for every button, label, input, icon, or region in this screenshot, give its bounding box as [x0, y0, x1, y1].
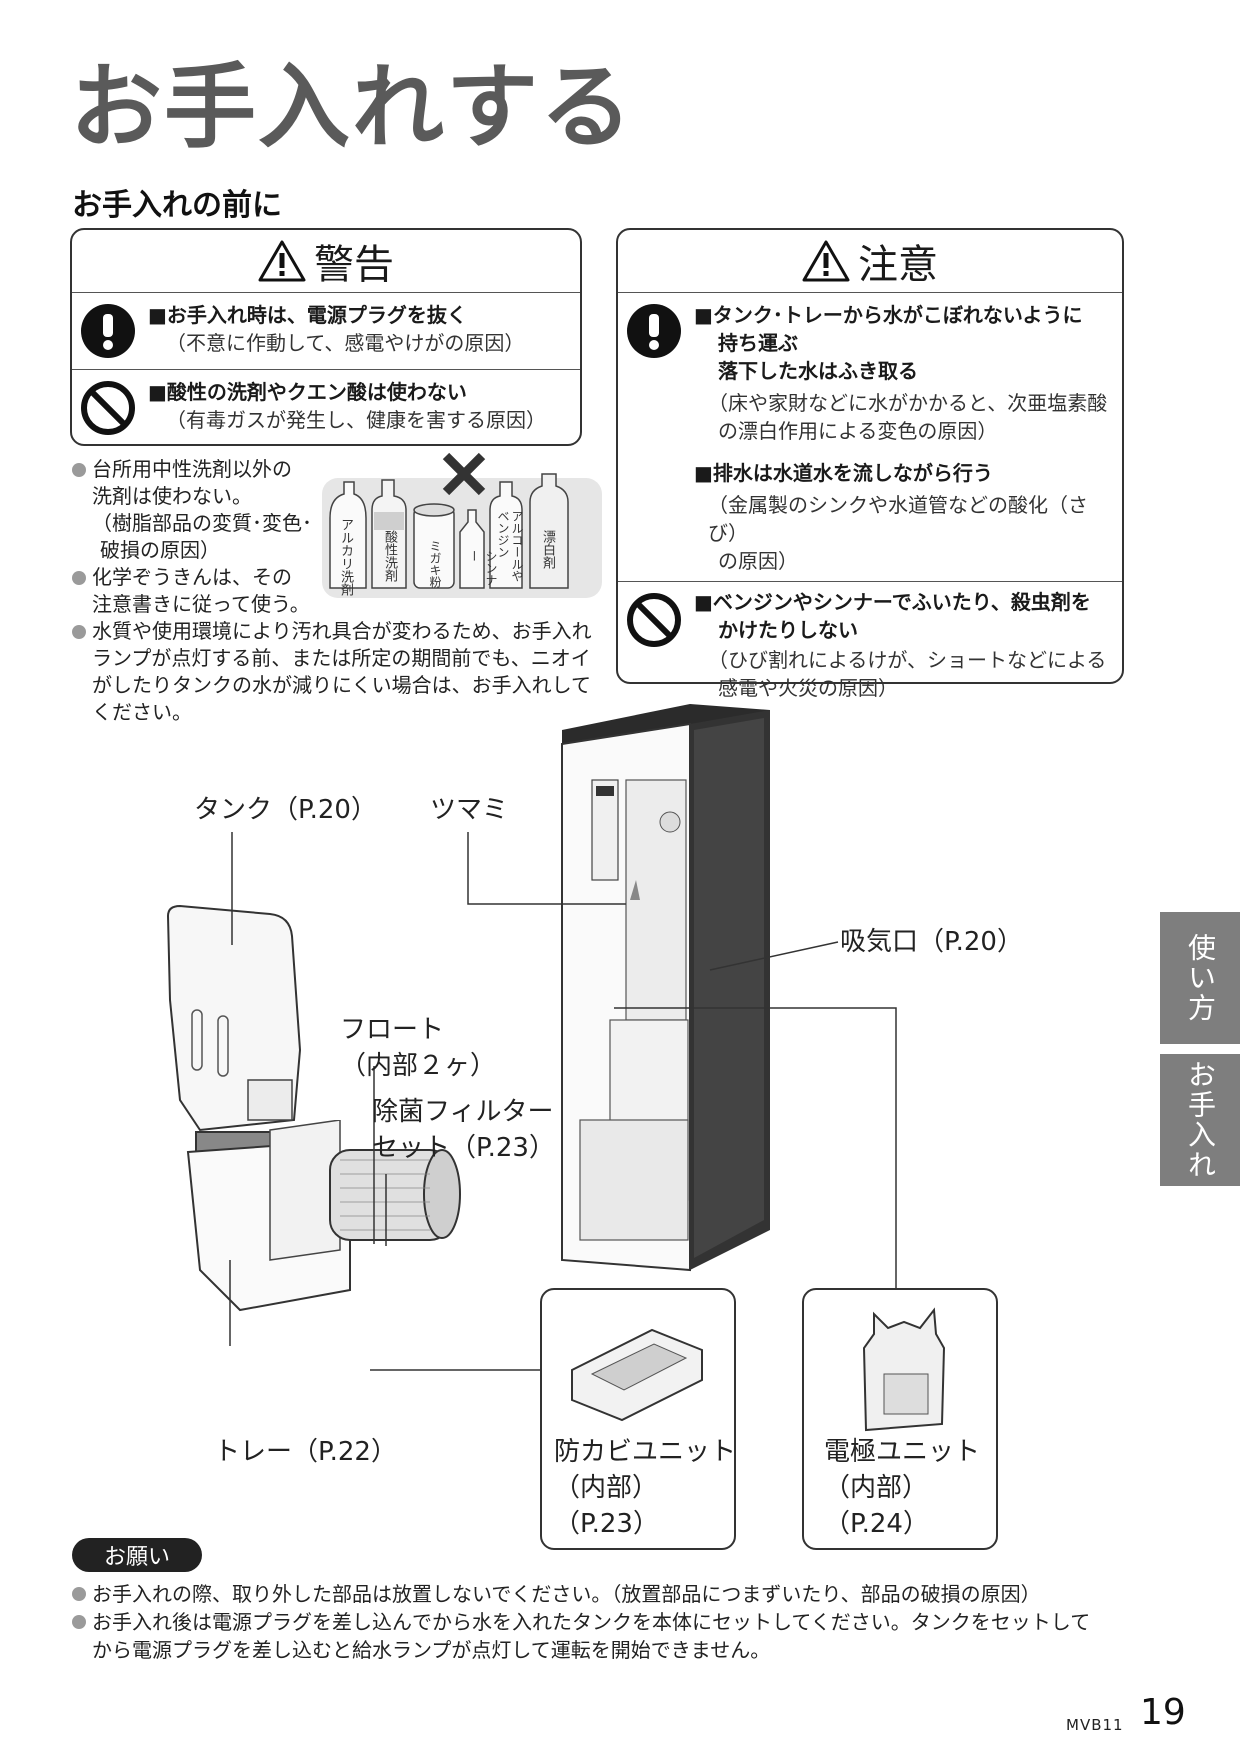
cleaner-bottles-illustration: [322, 452, 602, 598]
mold-unit-label: 防カビユニット （内部） （P.23）: [554, 1434, 736, 1542]
caution-item-title: 落下した水はふき取る: [718, 359, 918, 383]
alkaline-cleaner-bottle: [329, 481, 367, 589]
alcohol-benzine-bottle: [489, 481, 523, 589]
warning-item-body: （有毒ガスが発生し、健康を害する原因）: [166, 408, 546, 432]
cleaner-label: シンナー: [467, 550, 498, 586]
bullet-line: 注意書きに従って使う。: [92, 592, 310, 616]
request-badge: お願い: [72, 1538, 202, 1572]
side-tab-usage[interactable]: 使い方: [1160, 912, 1240, 1044]
bullet-line: 水質や使用環境により汚れ具合が変わるため、お手入れ: [70, 618, 630, 645]
mold-unit-illustration: [571, 1328, 703, 1422]
filter-label-line: セット（P.23）: [372, 1133, 555, 1163]
caution-group: ■ベンジンやシンナーでふいたり、殺虫剤を かけたりしない （ひび割れによるけが、…: [618, 581, 1122, 700]
float-label-line: （内部２ヶ）: [340, 1051, 497, 1081]
warning-box: 警告 ■お手入れ時は、電源プラグを抜く （不意に作動して、感電やけがの原因） ■…: [70, 228, 582, 446]
scouring-powder-can: [413, 503, 455, 589]
caution-item-body: 感電や火災の原因）: [718, 676, 898, 700]
prohibited-icon: [81, 381, 135, 435]
caution-item-body: の原因）: [718, 549, 798, 573]
tray-label: トレー（P.22）: [214, 1437, 397, 1467]
electrode-unit-callout: 電極ユニット （内部） （P.24）: [802, 1288, 998, 1550]
mold-unit-label-line: （P.23）: [554, 1509, 659, 1539]
electrode-unit-label: 電極ユニット （内部） （P.24）: [824, 1434, 980, 1542]
warning-item-title: ■酸性の洗剤やクエン酸は使わない: [148, 380, 467, 404]
cleaner-label: 漂白剤: [540, 530, 555, 569]
caution-item-body: （金属製のシンクや水道管などの酸化（さび）: [708, 493, 1088, 545]
warning-header: 警告: [72, 230, 580, 293]
caution-item-body: （ひび割れによるけが、ショートなどによる: [708, 648, 1107, 672]
warning-item-body: （不意に作動して、感電やけがの原因）: [166, 331, 525, 355]
request-notes: お手入れの際、取り外した部品は放置しないでください。（放置部品につまずいたり、部…: [70, 1580, 1150, 1664]
bullet-line: がしたりタンクの水が減りにくい場合は、お手入れして: [92, 673, 591, 697]
caution-title: 注意: [858, 242, 938, 288]
thinner-bottle: [459, 509, 485, 589]
caution-header: 注意: [618, 230, 1122, 293]
prohibited-cross-icon: [442, 452, 486, 496]
caution-item-body: （床や家財などに水がかかると、次亜塩素酸: [708, 391, 1108, 415]
humidifier-unit-illustration: [561, 704, 770, 1272]
warning-triangle-icon: [258, 240, 306, 282]
caution-item-title: 持ち運ぶ: [718, 331, 798, 355]
page-title: お手入れする: [70, 54, 635, 161]
caution-item-body: の漂白作用による変色の原因）: [718, 419, 998, 443]
cleaner-label: ミガキ粉: [428, 540, 442, 588]
bullet-line: 洗剤は使わない。: [92, 484, 252, 508]
cleaner-label: アルコールやベンジン: [496, 510, 524, 582]
caution-group: ■タンク･トレーから水がこぼれないように 持ち運ぶ 落下した水はふき取る （床や…: [618, 293, 1122, 581]
caution-item-title: ■排水は水道水を流しながら行う: [694, 461, 993, 485]
caution-triangle-icon: [802, 240, 850, 282]
filter-label-line: 除菌フィルター: [372, 1097, 554, 1127]
electrode-unit-label-line: （内部）: [824, 1473, 929, 1503]
caution-item-title: ■ベンジンやシンナーでふいたり、殺虫剤を: [694, 590, 1091, 614]
bullet-line: （樹脂部品の変質･変色･: [92, 511, 312, 535]
mold-unit-callout: 防カビユニット （内部） （P.23）: [540, 1288, 736, 1550]
cleaner-label: 酸性洗剤: [382, 530, 397, 582]
bullet-line: ランプが点灯する前、または所定の期間前でも、ニオイ: [92, 646, 591, 670]
prohibited-icon: [627, 593, 681, 647]
bullet-line: 台所用中性洗剤以外の: [70, 456, 320, 483]
bullet-list-2: 水質や使用環境により汚れ具合が変わるため、お手入れ ランプが点灯する前、または所…: [70, 618, 630, 726]
bullet-line: 化学ぞうきんは、その: [70, 564, 320, 591]
warning-title: 警告: [314, 242, 394, 288]
page-number: 19: [1140, 1692, 1186, 1733]
electrode-unit-label-line: （P.24）: [824, 1509, 929, 1539]
mandatory-exclamation-icon: [627, 304, 681, 358]
filter-label: 除菌フィルター セット（P.23）: [372, 1094, 555, 1166]
cleaner-label: アルカリ洗剤: [338, 518, 353, 596]
float-label: フロート （内部２ヶ）: [340, 1012, 496, 1084]
bleach-bottle: [529, 473, 569, 589]
warning-item: ■酸性の洗剤やクエン酸は使わない （有毒ガスが発生し、健康を害する原因）: [72, 369, 580, 445]
float-label-line: フロート: [340, 1015, 445, 1045]
warning-item: ■お手入れ時は、電源プラグを抜く （不意に作動して、感電やけがの原因）: [72, 293, 580, 369]
caution-item-title: かけたりしない: [718, 618, 858, 642]
bullet-line: ください。: [92, 700, 192, 724]
warning-item-title: ■お手入れ時は、電源プラグを抜く: [148, 303, 467, 327]
caution-item-title: ■タンク･トレーから水がこぼれないように: [694, 303, 1083, 327]
request-note: お手入れの際、取り外した部品は放置しないでください。（放置部品につまずいたり、部…: [70, 1580, 1150, 1608]
acid-cleaner-bottle: [371, 479, 407, 589]
bullet-list-1: 台所用中性洗剤以外の 洗剤は使わない。 （樹脂部品の変質･変色･ 破損の原因） …: [70, 456, 320, 618]
mold-unit-label-line: 防カビユニット: [554, 1437, 737, 1467]
model-number: MVB11: [1066, 1716, 1124, 1734]
intake-label: 吸気口（P.20）: [840, 927, 1023, 957]
knob-label: ツマミ: [430, 795, 509, 825]
tray-filter-illustration: [186, 1120, 461, 1312]
tank-label: タンク（P.20）: [194, 795, 377, 825]
bullet-line: 破損の原因）: [100, 538, 220, 562]
caution-box: 注意 ■タンク･トレーから水がこぼれないように 持ち運ぶ 落下した水はふき取る …: [616, 228, 1124, 700]
mold-unit-label-line: （内部）: [554, 1473, 659, 1503]
mandatory-exclamation-icon: [81, 304, 135, 358]
section-heading: お手入れの前に: [72, 188, 282, 223]
request-note: から電源プラグを差し込むと給水ランプが点灯して運転を開始できません。: [92, 1638, 771, 1662]
side-tab-care[interactable]: お手入れ: [1160, 1054, 1240, 1186]
electrode-unit-label-line: 電極ユニット: [824, 1437, 981, 1467]
request-note: お手入れ後は電源プラグを差し込んでから水を入れたタンクを本体にセットしてください…: [70, 1608, 1150, 1636]
electrode-unit-illustration: [862, 1307, 946, 1432]
